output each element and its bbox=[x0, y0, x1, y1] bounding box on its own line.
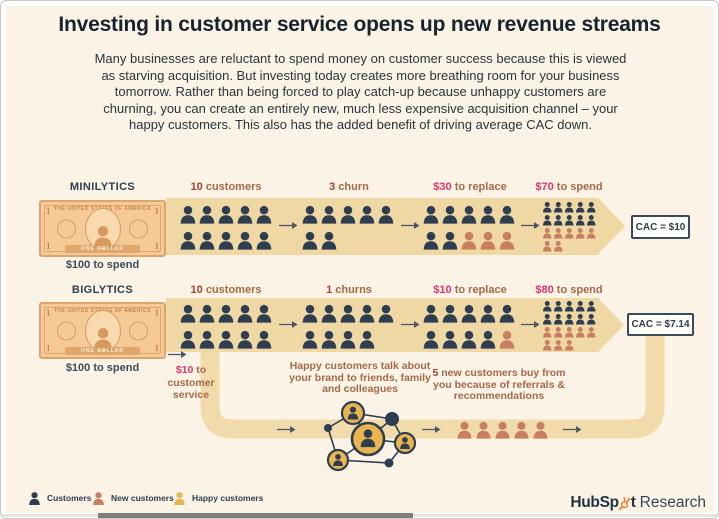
biglytics-budget-caption: $100 to spend bbox=[65, 362, 140, 374]
new-customer-icon bbox=[92, 490, 111, 506]
step-label-customers: 10 customers bbox=[190, 284, 262, 296]
page-title: Investing in customer service opens up n… bbox=[58, 13, 661, 36]
bill-seal-icon bbox=[129, 321, 148, 340]
step-label-spend: $80 to spend bbox=[535, 284, 603, 296]
cac-badge-minilytics: CAC = $10 bbox=[631, 215, 690, 239]
referral-buyers-note: 5 new customers buy from you because of … bbox=[432, 367, 566, 403]
intro-text: Many businesses are reluctant to spend m… bbox=[94, 51, 627, 133]
bill-seal-icon bbox=[129, 219, 148, 238]
flow-arrow-icon bbox=[277, 426, 296, 433]
dollar-bill-biglytics: THE UNITED STATES OF AMERICA 1 1 1 1 ONE… bbox=[39, 302, 166, 359]
customer-icon bbox=[28, 490, 47, 506]
flow-arrow-icon bbox=[563, 426, 582, 433]
step-label-customers: 10 customers bbox=[190, 181, 262, 193]
minilytics-budget-caption: $100 to spend bbox=[65, 259, 140, 271]
dollar-bill-minilytics: THE UNITED STATES OF AMERICA 1 1 1 1 ONE… bbox=[39, 200, 166, 257]
flow-arrow-icon bbox=[401, 321, 420, 328]
bill-portrait-icon bbox=[84, 207, 121, 250]
customer-group bbox=[301, 202, 396, 252]
legend-item-happy-customers: Happy customers bbox=[173, 490, 263, 506]
step-label-churn: 3 churn bbox=[329, 181, 369, 193]
company-name-minilytics: MINILYTICS bbox=[69, 181, 136, 193]
step-label-replace: $30 to replace bbox=[433, 181, 507, 193]
hubspot-sprocket-icon bbox=[619, 496, 631, 510]
customer-group bbox=[179, 202, 274, 252]
new-customers-referral-group bbox=[456, 418, 551, 441]
bill-bottom-text: ONE DOLLAR bbox=[80, 246, 125, 252]
legend-item-new-customers: New customers bbox=[92, 490, 174, 506]
bill-seal-icon bbox=[57, 219, 76, 238]
flow-arrow-icon bbox=[422, 426, 441, 433]
flow-arrow-icon bbox=[401, 222, 420, 229]
happy-customers-note: Happy customers talk about your brand to… bbox=[289, 360, 431, 396]
biglytics-flow-arrowhead-icon bbox=[598, 298, 624, 352]
step-label-spend: $70 to spend bbox=[535, 181, 603, 193]
bill-seal-icon bbox=[57, 321, 76, 340]
customer-group bbox=[542, 201, 597, 252]
step-label-churn: 1 churns bbox=[326, 284, 372, 296]
customer-group bbox=[179, 301, 274, 351]
customer-group bbox=[422, 301, 517, 351]
hubspot-research-logo: HubSp t Research bbox=[570, 494, 706, 511]
legend-item-customers: Customers bbox=[28, 490, 91, 506]
step-label-replace: $10 to replace bbox=[433, 284, 507, 296]
happy-customer-icon bbox=[173, 490, 192, 506]
flow-arrow-icon bbox=[521, 222, 540, 229]
cac-badge-biglytics: CAC = $7.14 bbox=[627, 313, 694, 336]
minilytics-flow-band bbox=[166, 198, 599, 255]
window-edge-shadow bbox=[98, 513, 413, 518]
referral-network-diagram bbox=[324, 400, 416, 472]
flow-arrow-icon bbox=[168, 351, 187, 358]
bill-bottom-text: ONE DOLLAR bbox=[80, 348, 125, 354]
customer-group bbox=[301, 301, 396, 351]
flow-arrow-icon bbox=[521, 321, 540, 328]
company-name-biglytics: BIGLYTICS bbox=[71, 284, 134, 296]
minilytics-flow-arrowhead-icon bbox=[598, 198, 625, 254]
customer-group bbox=[422, 202, 517, 252]
customer-group bbox=[542, 300, 597, 351]
bill-portrait-icon bbox=[84, 309, 121, 352]
flow-arrow-icon bbox=[279, 222, 298, 229]
flow-arrow-icon bbox=[279, 321, 298, 328]
